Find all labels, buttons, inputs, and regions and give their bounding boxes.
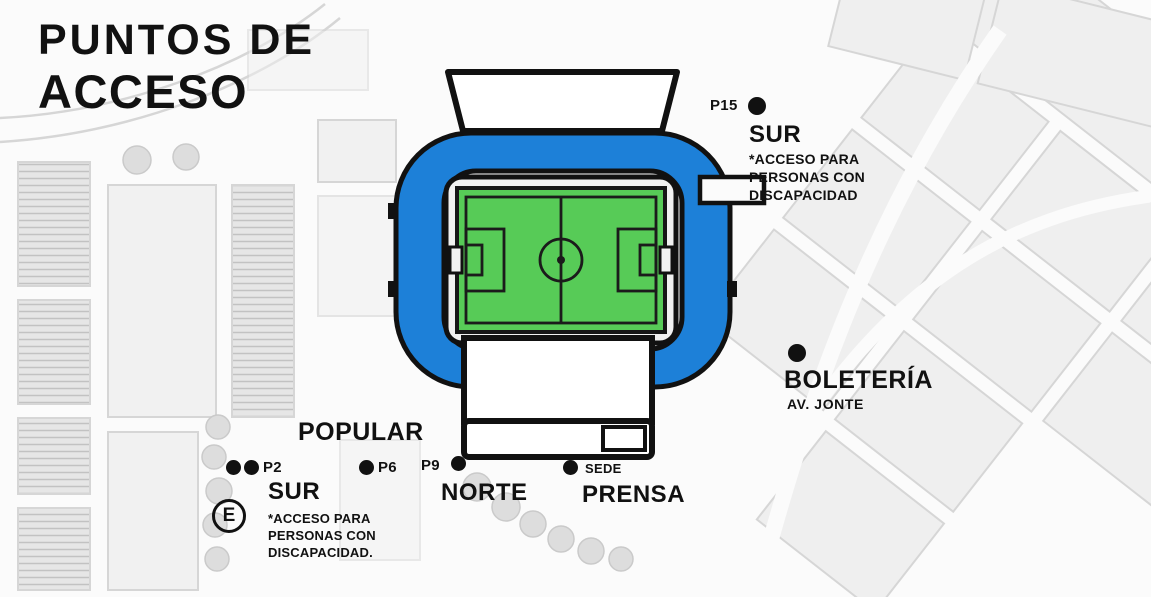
- stadium-bottom-stand: [461, 335, 655, 460]
- boleteria-marker-dot: [788, 344, 806, 362]
- disabled-access-badge: E: [212, 499, 246, 533]
- p15-code: P15: [710, 97, 738, 114]
- boleteria-street: AV. JONTE: [787, 396, 864, 412]
- prensa-label: PRENSA: [582, 481, 686, 508]
- map-blocks-left: [17, 29, 421, 591]
- p2-code: P2: [263, 459, 282, 476]
- sede-marker-dot: [563, 460, 578, 475]
- stadium-corridor: [697, 174, 767, 206]
- sur-south-label: SUR: [268, 478, 321, 505]
- map-blocks-topright: [827, 0, 1151, 129]
- boleteria-label: BOLETERÍA: [784, 366, 933, 394]
- popular-label: POPULAR: [298, 418, 424, 446]
- title-line-1: PUNTOS DE: [38, 16, 316, 64]
- page-title: PUNTOS DE ACCESO: [38, 16, 315, 118]
- sur-south-marker-dot: [226, 460, 241, 475]
- p9-code: P9: [421, 457, 440, 474]
- title-line-2: ACCESO: [38, 65, 249, 118]
- sur-north-label: SUR: [749, 121, 802, 148]
- norte-label: NORTE: [441, 479, 528, 506]
- stadium: [388, 69, 767, 460]
- pitch-markings: [464, 195, 658, 325]
- p9-marker-dot: [451, 456, 466, 471]
- pitch-goals: [448, 245, 674, 275]
- sur-south-accessibility-note: *ACCESO PARA PERSONAS CON DISCAPACIDAD.: [268, 511, 376, 560]
- p6-marker-dot: [359, 460, 374, 475]
- stadium-gate-ticks: [388, 203, 737, 297]
- p6-code: P6: [378, 459, 397, 476]
- disabled-access-badge-letter: E: [222, 505, 236, 526]
- p2-marker-dot: [244, 460, 259, 475]
- stadium-top-stand: [445, 69, 680, 134]
- p15-marker-dot: [748, 97, 766, 115]
- map-street-gaps: [747, 25, 1151, 597]
- sede-label: SEDE: [585, 461, 622, 476]
- sur-north-accessibility-note: *ACCESO PARA PERSONAS CON DISCAPACIDAD: [749, 151, 865, 203]
